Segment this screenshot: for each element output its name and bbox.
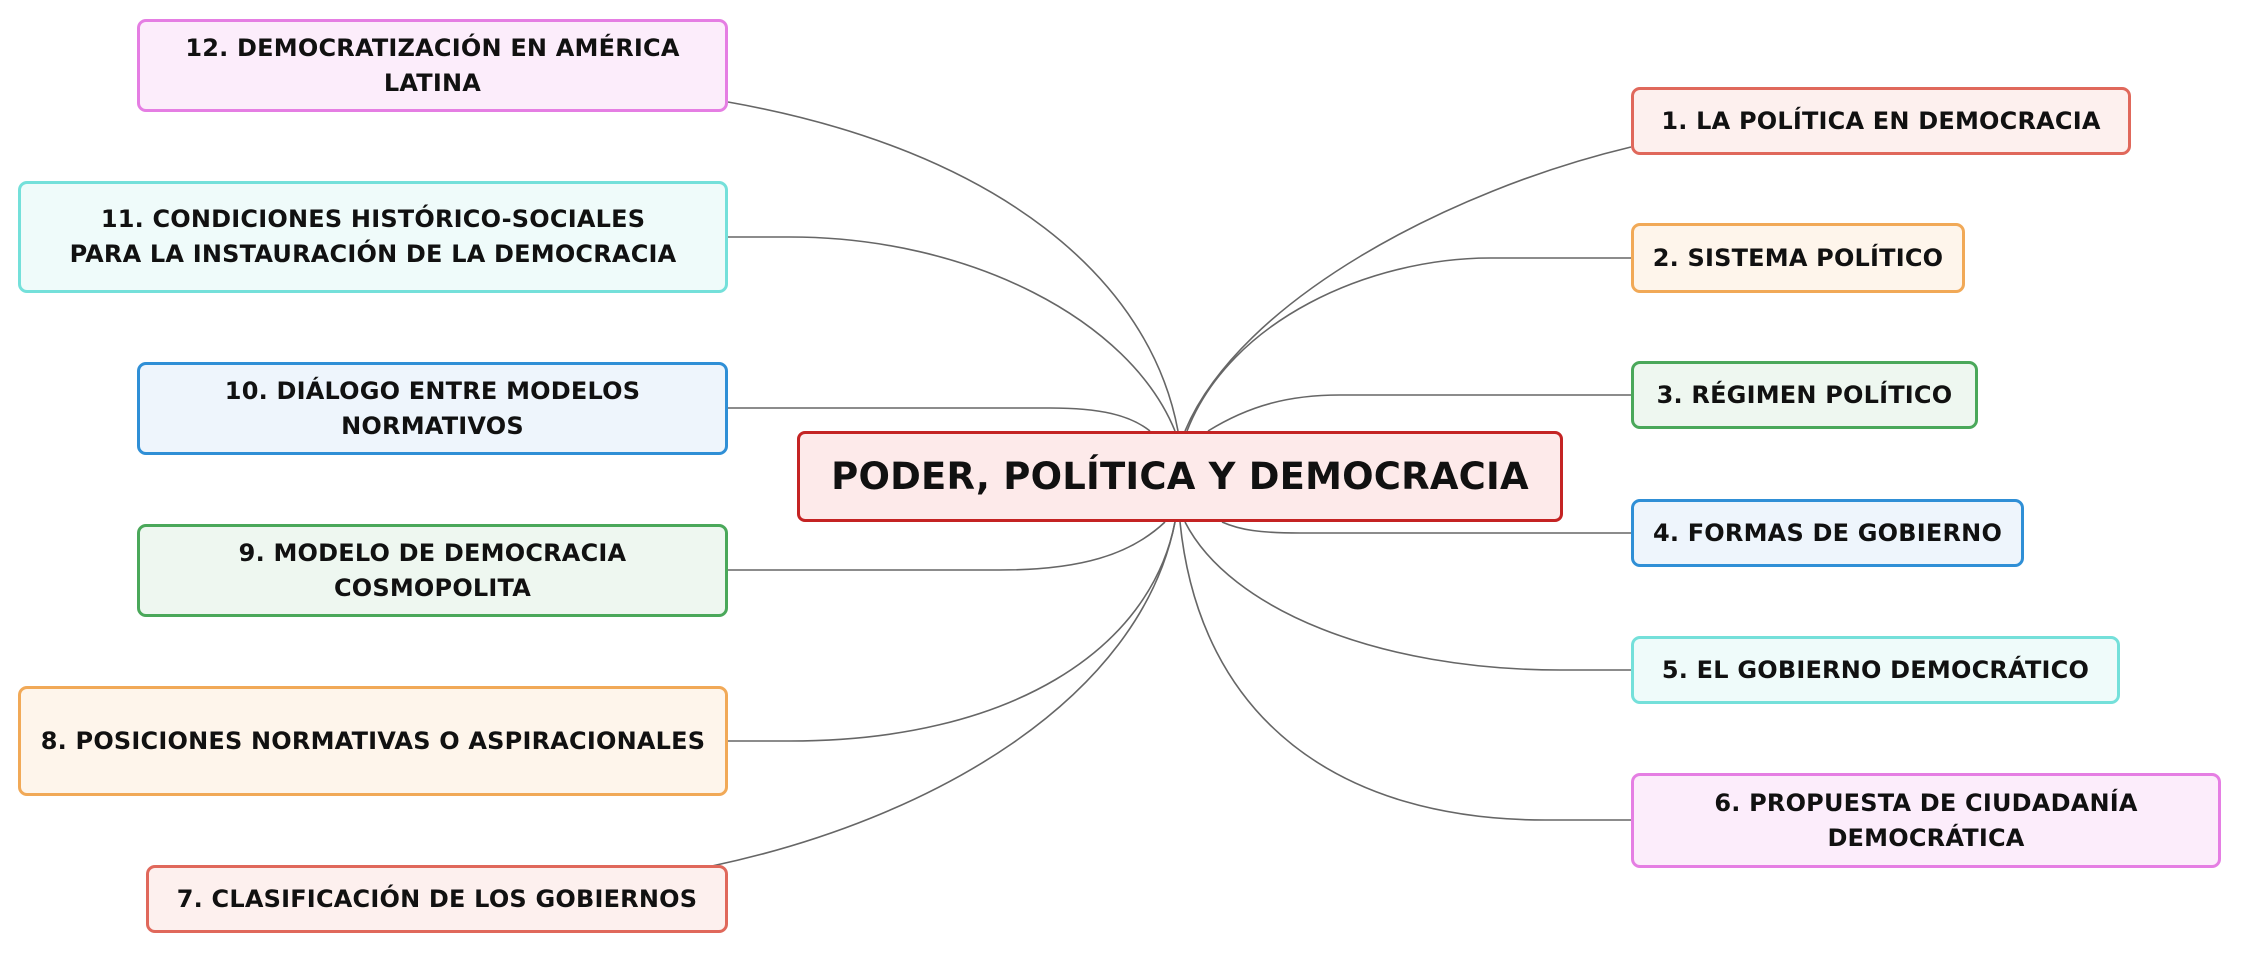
topic-1-politica-en-democracia[interactable]: 1. LA POLÍTICA EN DEMOCRACIA [1631,87,2131,155]
connector-topic-8 [728,521,1176,742]
connector-topic-11 [728,236,1176,432]
root-topic[interactable]: PODER, POLÍTICA Y DEMOCRACIA [797,431,1563,522]
connector-topic-12 [727,101,1179,432]
topic-12-democratizacion-america-latina[interactable]: 12. DEMOCRATIZACIÓN EN AMÉRICA LATINA [137,19,728,112]
topic-11-condiciones-historico-sociales[interactable]: 11. CONDICIONES HISTÓRICO-SOCIALES PARA … [18,181,728,293]
connector-topic-3 [1207,394,1631,432]
connector-topic-7 [711,521,1176,867]
topic-7-clasificacion-gobiernos[interactable]: 7. CLASIFICACIÓN DE LOS GOBIERNOS [146,865,728,933]
topic-label: 7. CLASIFICACIÓN DE LOS GOBIERNOS [176,884,698,913]
root-topic-label: PODER, POLÍTICA Y DEMOCRACIA [831,454,1529,498]
topic-label: 4. FORMAS DE GOBIERNO [1652,518,2003,547]
topic-label: 1. LA POLÍTICA EN DEMOCRACIA [1661,106,2101,135]
topic-5-gobierno-democratico[interactable]: 5. EL GOBIERNO DEMOCRÁTICO [1631,636,2120,704]
topic-9-democracia-cosmopolita[interactable]: 9. MODELO DE DEMOCRACIA COSMOPOLITA [137,524,728,617]
connector-topic-1 [1184,146,1632,432]
connector-topic-5 [1184,521,1631,671]
topic-4-formas-de-gobierno[interactable]: 4. FORMAS DE GOBIERNO [1631,499,2024,567]
connector-topic-9 [728,521,1166,571]
connector-topic-2 [1186,257,1631,432]
topic-2-sistema-politico[interactable]: 2. SISTEMA POLÍTICO [1631,223,1965,293]
topic-label: 9. MODELO DE DEMOCRACIA COSMOPOLITA [238,538,627,602]
connector-topic-4 [1221,521,1631,534]
topic-label: 3. RÉGIMEN POLÍTICO [1656,380,1953,409]
topic-label: 10. DIÁLOGO ENTRE MODELOS NORMATIVOS [224,376,641,440]
connector-topic-10 [728,407,1151,432]
connector-topic-6 [1179,521,1631,821]
topic-6-ciudadania-democratica[interactable]: 6. PROPUESTA DE CIUDADANÍA DEMOCRÁTICA [1631,773,2221,868]
topic-label: 5. EL GOBIERNO DEMOCRÁTICO [1661,655,2090,684]
topic-label: 12. DEMOCRATIZACIÓN EN AMÉRICA LATINA [185,33,680,97]
topic-8-posiciones-normativas[interactable]: 8. POSICIONES NORMATIVAS O ASPIRACIONALE… [18,686,728,796]
topic-label: 8. POSICIONES NORMATIVAS O ASPIRACIONALE… [40,726,706,755]
topic-3-regimen-politico[interactable]: 3. RÉGIMEN POLÍTICO [1631,361,1978,429]
topic-label: 6. PROPUESTA DE CIUDADANÍA DEMOCRÁTICA [1714,788,2138,852]
topic-label: 11. CONDICIONES HISTÓRICO-SOCIALES PARA … [69,205,677,268]
topic-10-dialogo-modelos[interactable]: 10. DIÁLOGO ENTRE MODELOS NORMATIVOS [137,362,728,455]
topic-label: 2. SISTEMA POLÍTICO [1652,243,1944,272]
